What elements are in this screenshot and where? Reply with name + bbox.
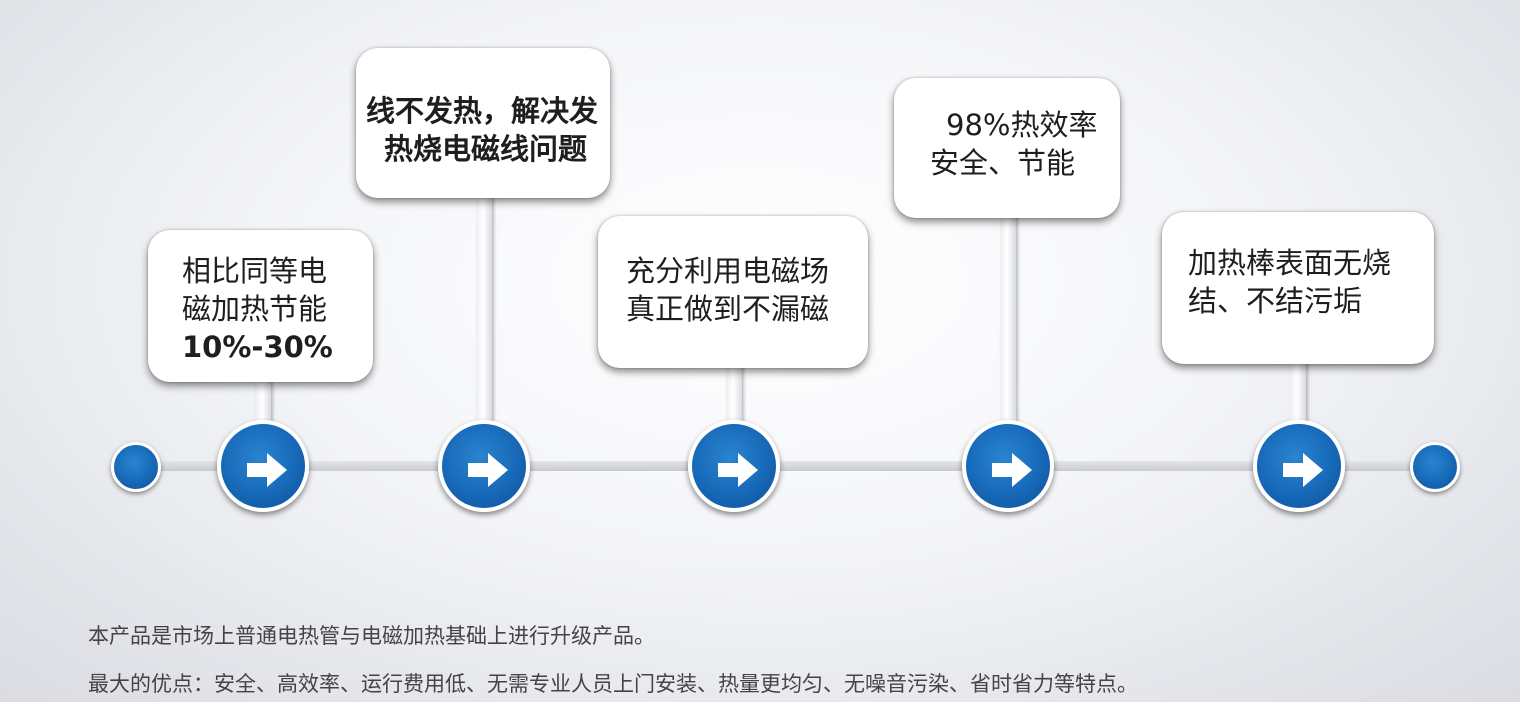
timeline-node-4 [962,420,1054,512]
connector-stem-2 [476,195,492,440]
timeline-track [135,461,1435,471]
feature-text-2-line-2: 热烧电磁线问题 [384,132,588,166]
feature-text-4-line-2: 安全、节能 [930,146,1076,180]
feature-card-4: 98%热效率 安全、节能 [894,78,1120,218]
arrow-right-icon [718,453,758,487]
timeline-end-dot [1410,442,1460,492]
caption-line-1: 本产品是市场上普通电热管与电磁加热基础上进行升级产品。 [88,624,655,648]
feature-text-1-line-1: 相比同等电 [182,254,328,288]
arrow-right-icon [468,453,508,487]
feature-card-2: 线不发热，解决发 热烧电磁线问题 [356,48,610,198]
feature-card-5: 加热棒表面无烧 结、不结污垢 [1162,212,1434,364]
arrow-right-icon [992,453,1032,487]
feature-text-5-line-2: 结、不结污垢 [1188,284,1363,318]
arrow-right-icon [1283,453,1323,487]
feature-card-3: 充分利用电磁场 真正做到不漏磁 [598,216,868,368]
caption-line-2: 最大的优点：安全、高效率、运行费用低、无需专业人员上门安装、热量更均匀、无噪音污… [88,672,1138,696]
timeline-node-3 [688,420,780,512]
feature-text-1-line-2: 磁加热节能 [182,292,328,326]
timeline-start-dot [111,442,161,492]
feature-text-4-line-1: 98%热效率 [946,108,1098,142]
timeline-node-2 [438,420,530,512]
feature-text-3-line-2: 真正做到不漏磁 [626,292,830,326]
feature-card-1: 相比同等电 磁加热节能 10%-30% [148,230,373,382]
feature-text-2-line-1: 线不发热，解决发 [366,94,599,128]
connector-stem-4 [1000,215,1016,440]
timeline-node-1 [217,420,309,512]
feature-text-5-line-1: 加热棒表面无烧 [1188,246,1392,280]
feature-text-1-highlight: 10%-30% [182,330,333,364]
arrow-right-icon [247,453,287,487]
timeline-node-5 [1253,420,1345,512]
feature-text-3-line-1: 充分利用电磁场 [626,254,830,288]
